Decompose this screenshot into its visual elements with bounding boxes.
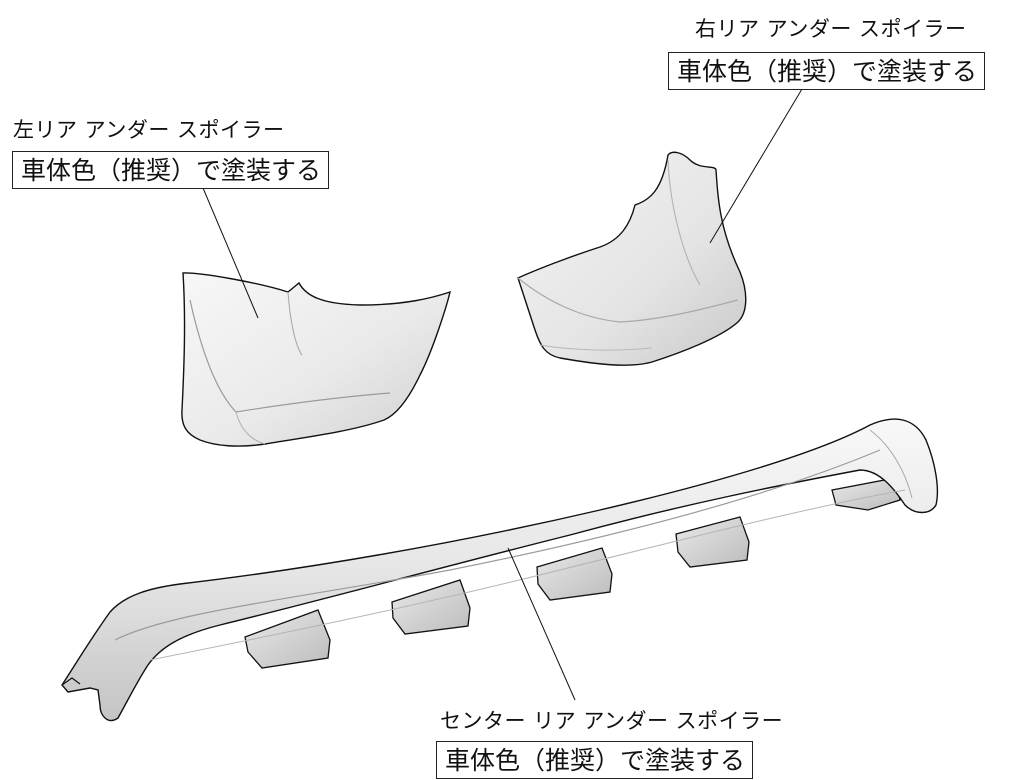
left-rear-under-spoiler-part: [181, 272, 451, 447]
right-paint-note: 車体色（推奨）で塗装する: [668, 52, 986, 90]
center-rear-under-spoiler-part: [61, 418, 939, 722]
right-rear-under-spoiler-part: [517, 151, 747, 366]
center-paint-note: 車体色（推奨）で塗装する: [436, 741, 754, 779]
center-leader-line: [507, 547, 576, 701]
left-paint-note: 車体色（推奨）で塗装する: [12, 151, 330, 189]
center-part-name: センター リア アンダー スポイラー: [440, 709, 784, 733]
left-leader-line: [202, 187, 259, 319]
right-part-name: 右リア アンダー スポイラー: [695, 17, 967, 41]
left-part-name: 左リア アンダー スポイラー: [13, 118, 285, 142]
right-leader-line: [709, 88, 803, 244]
